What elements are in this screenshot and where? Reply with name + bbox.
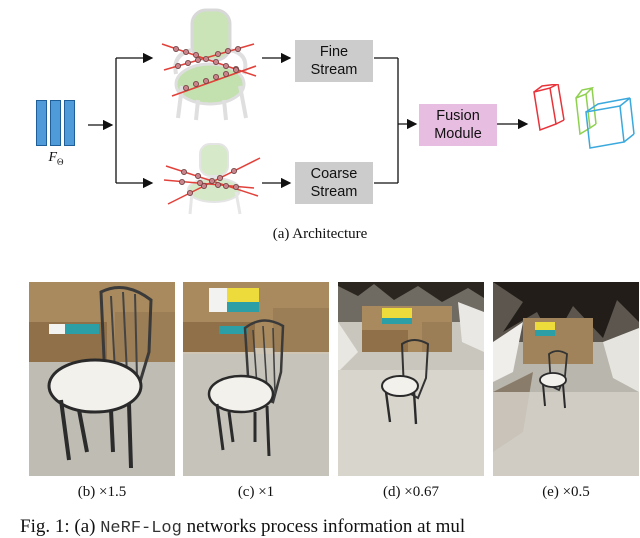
- coarse-stream-box: Coarse Stream: [295, 162, 373, 204]
- figure-caption-method: NeRF-Log: [100, 519, 182, 538]
- photo-caption-d: (d) ×0.67: [383, 484, 439, 500]
- architecture-caption: (a) Architecture: [272, 226, 368, 242]
- render-photo-x1-5: [29, 282, 175, 476]
- render-photo-x1: [183, 282, 329, 476]
- feature-bar: [64, 100, 75, 146]
- figure-caption: Fig. 1: (a) NeRF-Log networks process in…: [20, 516, 465, 538]
- fusion-module-box: Fusion Module: [419, 104, 497, 146]
- coarse-chair-illustration: [163, 143, 261, 215]
- figure-caption-text: networks process information at mul: [181, 516, 466, 537]
- render-photo-x0-67: [338, 282, 484, 476]
- architecture-diagram: FΘ: [0, 0, 640, 250]
- fine-stream-box: Fine Stream: [295, 40, 373, 82]
- fine-chair-illustration: [161, 8, 257, 121]
- feature-bar: [50, 100, 61, 146]
- photo-caption-e: (e) ×0.5: [542, 484, 590, 500]
- photo-caption-c: (c) ×1: [237, 484, 275, 500]
- photo-caption-b: (b) ×1.5: [77, 484, 127, 500]
- diagram-connectors: [88, 52, 529, 189]
- figure-caption-prefix: Fig. 1: (a): [20, 516, 101, 537]
- feature-bar: [36, 100, 47, 146]
- render-photo-x0-5: [493, 282, 639, 476]
- feature-label-main: F: [48, 150, 58, 165]
- output-bounding-boxes-icon: [533, 84, 635, 149]
- feature-volume-icon: [36, 100, 76, 146]
- feature-label-subscript: Θ: [57, 156, 64, 167]
- feature-label: FΘ: [36, 150, 76, 167]
